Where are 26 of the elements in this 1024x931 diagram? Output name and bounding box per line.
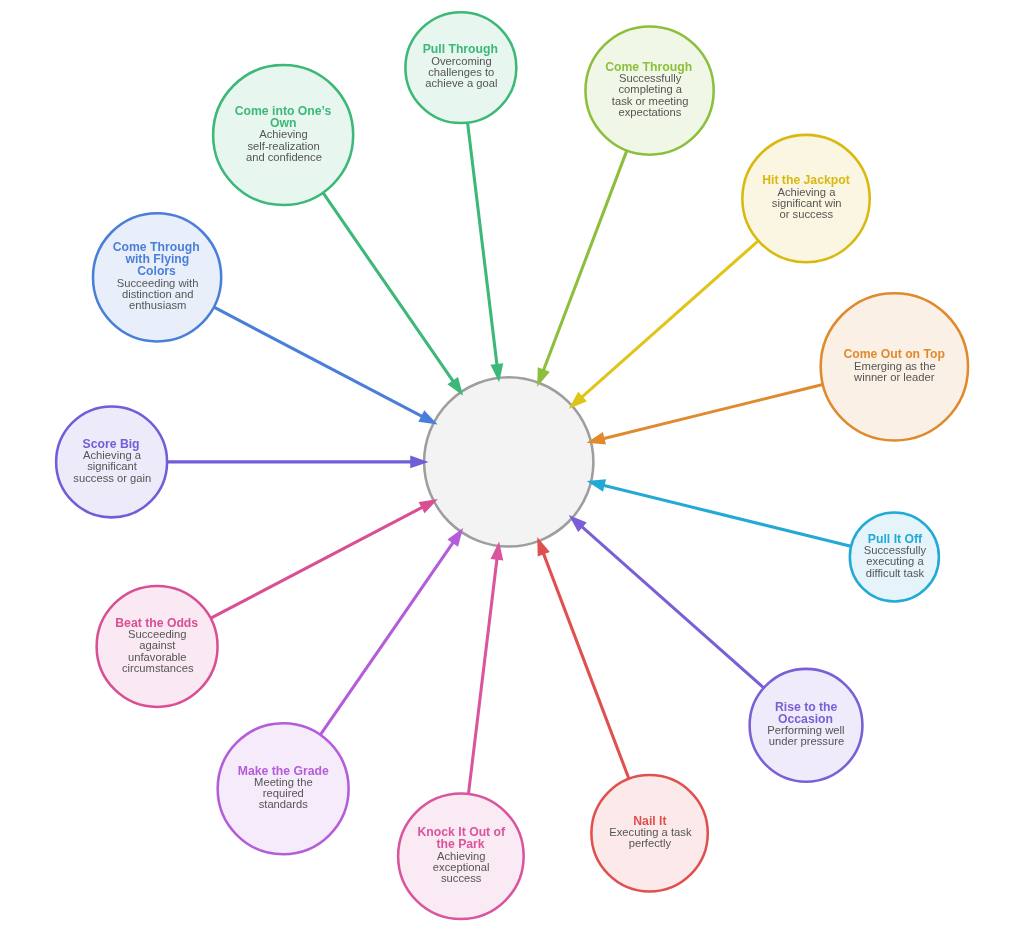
node-circle: Make the Grade Meeting the required standards: [216, 722, 350, 856]
node-circle: Rise to the Occasion Performing well under pressure: [748, 667, 864, 783]
node-circle: Pull Through Overcoming challenges to achieve a goal: [404, 10, 518, 125]
arrow: [466, 122, 504, 383]
arrow: [167, 455, 429, 469]
arrow: [586, 383, 824, 445]
node-circle: Come Out on Top Emerging as the winner or leader: [819, 291, 970, 442]
arrow: [213, 305, 438, 425]
node-circle: Pull It Off Successfully executing a difficult task: [848, 511, 941, 603]
arrow: [586, 479, 852, 548]
node-circle: Beat the Odds Succeeding against unfavorable circumstances: [95, 584, 219, 709]
arrow: [210, 499, 438, 620]
node-circle: Come into One’s Own Achieving self-realization and confidence: [211, 63, 355, 207]
node-circle: Hit the Jackpot Achieving a significant win or success: [741, 133, 871, 264]
node-circle: Come Through Successfully completing a task or meeting expectations: [584, 25, 715, 156]
arrow: [568, 239, 760, 409]
arrow: [537, 150, 629, 387]
arrow: [466, 541, 504, 794]
arrow: [568, 515, 765, 689]
arrow: [537, 536, 631, 779]
node-circle: Score Big Achieving a significant success or gain: [54, 405, 169, 519]
node-circle: Come Through with Flying Colors Succeeding with distinction and enthusiasm: [91, 211, 223, 343]
arrow: [321, 191, 464, 396]
node-circle: Nail It Executing a task perfectly: [590, 773, 710, 893]
node-circle: Knock It Out of the Park Achieving exceptional success: [396, 792, 525, 921]
arrow: [319, 527, 464, 736]
